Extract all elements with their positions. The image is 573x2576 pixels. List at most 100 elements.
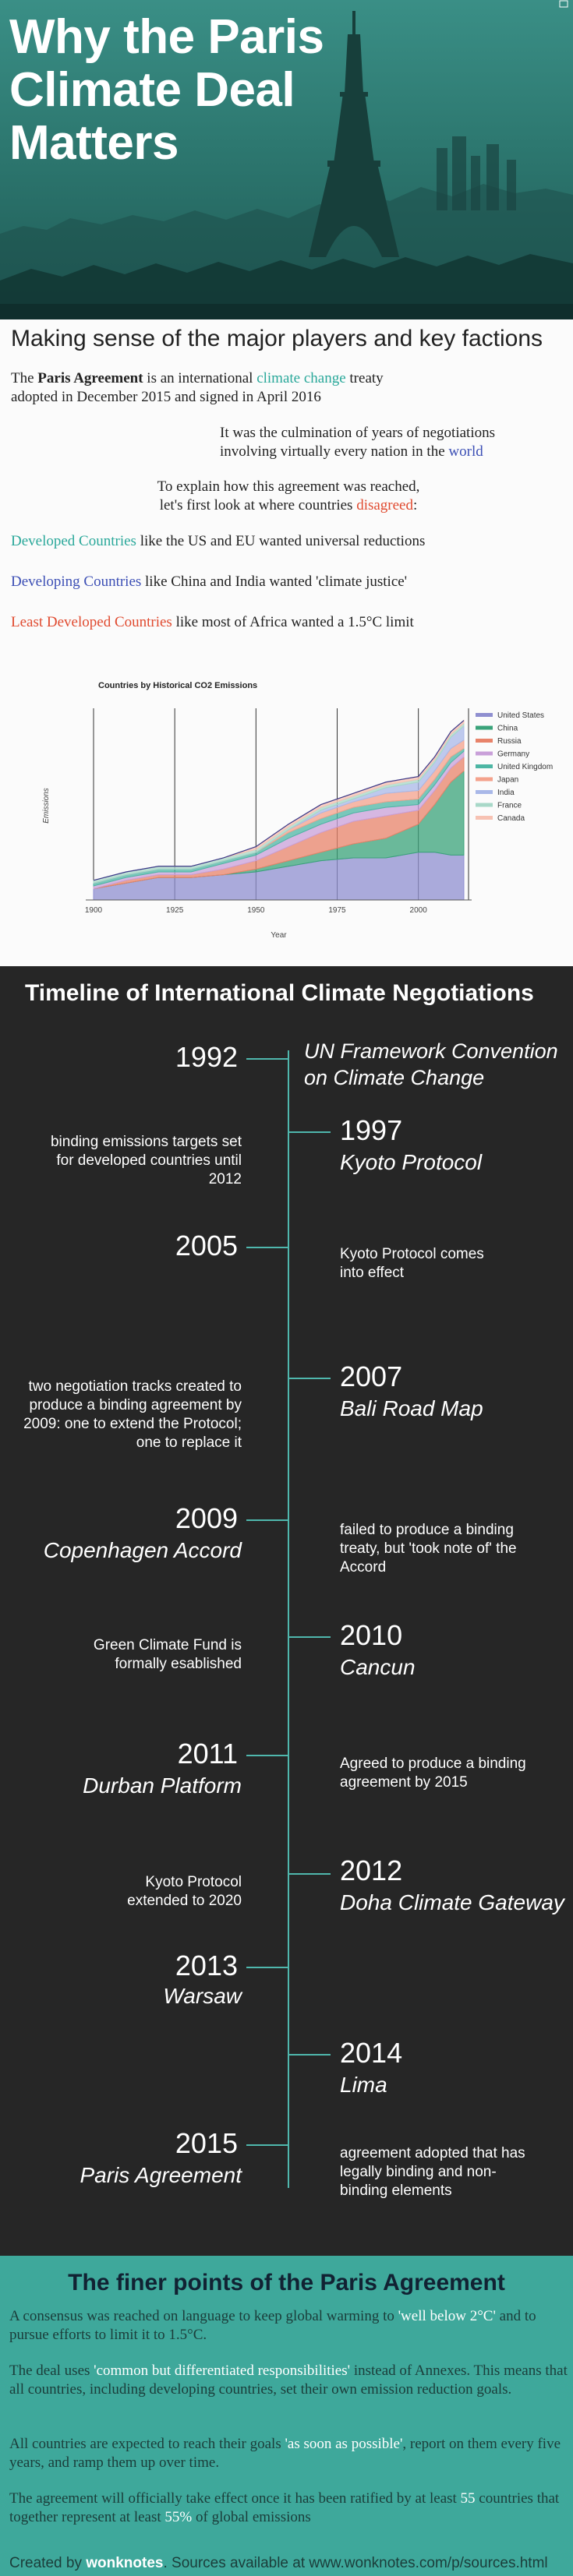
intro-text-1: The <box>11 370 38 386</box>
finer-point-1: A consensus was reached on language to k… <box>9 2307 568 2345</box>
players-subtitle: Making sense of the major players and ke… <box>11 326 543 351</box>
timeline-title: Timeline of International Climate Negoti… <box>25 980 534 1006</box>
event-name-1992: UN Framework Convention on Climate Chang… <box>304 1039 558 1089</box>
fp-highlight: 55 <box>460 2490 476 2507</box>
x-axis-label: Year <box>271 931 287 940</box>
credits-text: Created by <box>9 2555 87 2571</box>
fp-highlight: 'as soon as possible' <box>285 2436 403 2452</box>
series-total-line <box>93 720 465 881</box>
timeline-axis <box>288 1050 289 2188</box>
explain-line-2: let's first look at where countries <box>159 497 357 513</box>
timeline-tick <box>246 1247 288 1248</box>
finer-point-3: All countries are expected to reach thei… <box>9 2435 568 2472</box>
intro-bold: Paris Agreement <box>37 370 143 386</box>
page-title: Why the Paris Climate Deal Matters <box>9 11 415 170</box>
fp-text: and to pursue efforts to limit it to 1.5… <box>9 2308 536 2343</box>
legend-swatch <box>476 803 493 807</box>
faction-least-developed: Least Developed Countries like most of A… <box>11 614 414 631</box>
chart-title: Countries by Historical CO2 Emissions <box>98 681 257 690</box>
legend-label: France <box>497 802 522 810</box>
culmination-line-2: involving virtually every nation in the <box>220 443 449 460</box>
event-desc-2005: Kyoto Protocol comes into effect <box>340 1246 484 1281</box>
title-line-3: Matters <box>9 116 179 170</box>
fp-text: , report on them every five years, and r… <box>9 2436 561 2471</box>
faction-developed: Developed Countries like the US and EU w… <box>11 533 425 550</box>
legend-label: Japan <box>497 776 518 785</box>
finer-points-section: The finer points of the Paris Agreement … <box>0 2256 573 2576</box>
timeline-tick <box>246 1755 288 1756</box>
fp-highlight: 'common but differentiated responsibilit… <box>94 2363 351 2379</box>
event-desc-2007: two negotiation tracks created to produc… <box>23 1378 242 1451</box>
event-year-2012: 2012 <box>340 1854 403 1886</box>
timeline-tick <box>288 1378 331 1379</box>
event-name-2015: Paris Agreement <box>80 2163 242 2187</box>
fp-text: The agreement will officially take effec… <box>9 2490 461 2507</box>
event-desc-2012: Kyoto Protocol extended to 2020 <box>127 1874 242 1909</box>
timeline-section: Timeline of International Climate Negoti… <box>0 966 573 2256</box>
legend-label: China <box>497 725 518 733</box>
x-tick-label: 1975 <box>328 906 346 915</box>
event-year-1997: 1997 <box>340 1114 403 1146</box>
hero-banner: Why the Paris Climate Deal Matters <box>0 0 573 319</box>
event-year-2011: 2011 <box>177 1738 238 1770</box>
event-desc-2011: Agreed to produce a binding agreement by… <box>340 1756 526 1791</box>
faction-name[interactable]: Developing Countries <box>11 573 142 590</box>
timeline-tick <box>288 1131 331 1133</box>
fp-text: A consensus was reached on language to k… <box>9 2308 398 2324</box>
fp-highlight: 55% <box>164 2509 193 2525</box>
legend-label: United States <box>497 711 544 720</box>
event-year-2014: 2014 <box>340 2037 403 2069</box>
timeline-tick <box>246 2144 288 2146</box>
legend-label: United Kingdom <box>497 763 553 771</box>
event-desc-2009: failed to produce a binding treaty, but … <box>340 1522 517 1576</box>
intro-paragraph: The Paris Agreement is an international … <box>11 369 557 407</box>
intro-text-2: is an international <box>143 370 257 386</box>
fp-text: The deal uses <box>9 2363 94 2379</box>
faction-name[interactable]: Least Developed Countries <box>11 614 172 630</box>
event-name-2013: Warsaw <box>163 1984 242 2008</box>
intro-text-3: treaty <box>345 370 384 386</box>
event-name-2014: Lima <box>340 2073 387 2097</box>
culmination-paragraph: It was the culmination of years of negot… <box>220 424 571 461</box>
event-name-2009: Copenhagen Accord <box>43 1538 242 1562</box>
event-name-2011: Durban Platform <box>83 1773 242 1798</box>
expand-icon[interactable] <box>559 0 570 9</box>
legend-swatch <box>476 777 493 782</box>
event-name-2010: Cancun <box>340 1655 416 1679</box>
legend-swatch <box>476 725 493 730</box>
x-tick-label: 1950 <box>247 906 265 915</box>
event-year-1992: 1992 <box>175 1041 238 1073</box>
faction-desc: like China and India wanted 'climate jus… <box>141 573 408 590</box>
timeline-tick <box>246 1058 288 1060</box>
x-tick-label: 2000 <box>410 906 428 915</box>
timeline-tick <box>288 2054 331 2056</box>
brand-link[interactable]: wonknotes <box>86 2555 164 2571</box>
event-year-2015: 2015 <box>175 2127 238 2159</box>
faction-desc: like the US and EU wanted universal redu… <box>136 533 426 549</box>
title-line-2: Climate Deal <box>9 63 295 117</box>
legend-swatch <box>476 790 493 794</box>
fp-highlight: 'well below 2°C' <box>398 2308 496 2324</box>
explain-colon: : <box>413 497 418 513</box>
event-year-2007: 2007 <box>340 1360 403 1392</box>
faction-name[interactable]: Developed Countries <box>11 533 136 549</box>
event-year-2009: 2009 <box>175 1502 238 1534</box>
timeline-tick <box>246 1519 288 1521</box>
fp-text: instead of Annexes. This means that all … <box>9 2363 568 2398</box>
world-link[interactable]: world <box>448 443 483 460</box>
sources-link[interactable]: . Sources available at www.wonknotes.com… <box>163 2555 548 2571</box>
emissions-chart-svg: Countries by Historical CO2 Emissions190… <box>42 681 553 940</box>
intro-line-2: adopted in December 2015 and signed in A… <box>11 389 321 405</box>
explain-line-1: To explain how this agreement was reache… <box>157 478 420 495</box>
event-desc-2015: agreement adopted that has legally bindi… <box>340 2145 525 2199</box>
climate-change-link[interactable]: climate change <box>256 370 346 386</box>
finer-point-4: The agreement will officially take effec… <box>9 2490 568 2527</box>
legend-label: Germany <box>497 750 529 759</box>
event-year-2013: 2013 <box>175 1950 238 1981</box>
disagreed-link[interactable]: disagreed <box>356 497 413 513</box>
x-tick-label: 1925 <box>166 906 184 915</box>
credits-line: Created by wonknotes. Sources available … <box>9 2555 548 2572</box>
players-section: Making sense of the major players and ke… <box>0 319 573 966</box>
fp-text: countries that together represent at lea… <box>9 2490 560 2525</box>
